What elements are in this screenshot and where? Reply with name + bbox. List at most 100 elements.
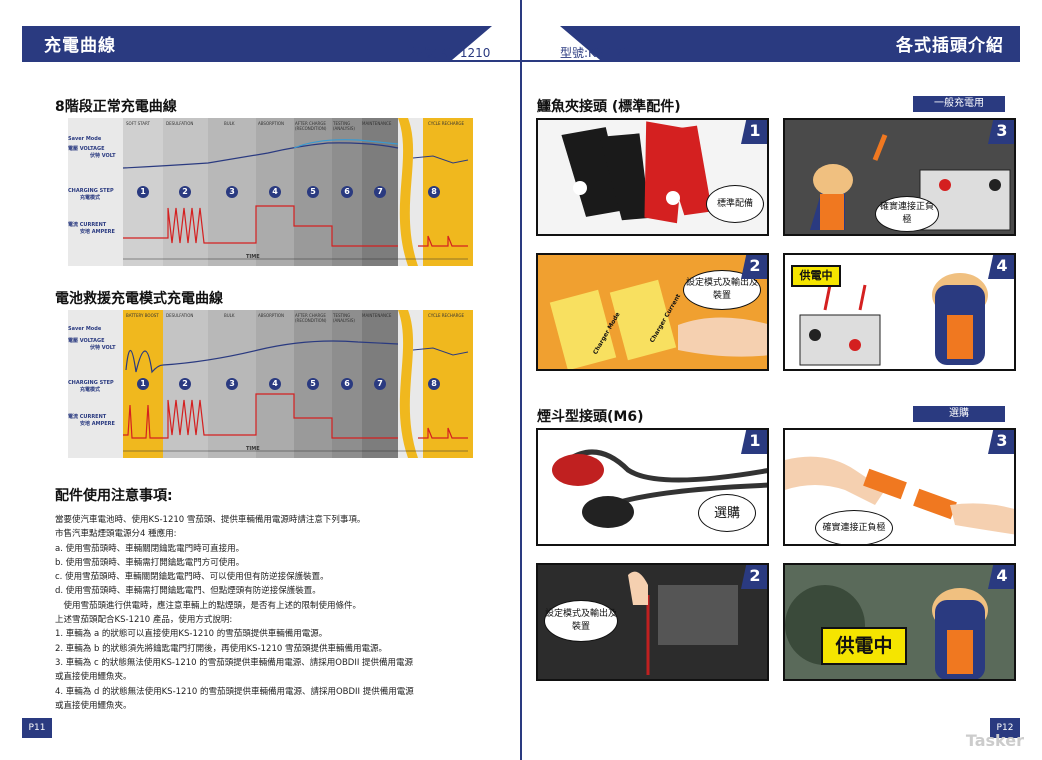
notes-line: 1. 車輛為 a 的狀態可以直接使用KS-1210 的雪茄頭提供車輛備用電源。 [55,629,328,640]
current-unit: 安培 AMPERE [80,421,115,427]
mode-label: Saver Mode [68,326,102,332]
panel-number: 1 [741,120,767,144]
left-header-bar: 充電曲線 [22,26,492,60]
panel-bubble: 確實連接正負極 [875,196,939,232]
time-label: TIME [246,254,260,260]
right-page: 各式插頭介紹 型號:KS-1210 鱷魚夾接頭 (標準配件) 一般充電用 標準配… [522,0,1042,760]
step-badge: 2 [179,186,191,198]
panel-bubble: 確實連接正負極 [815,510,893,544]
step-badge: 2 [179,378,191,390]
phase-label: CYCLE RECHARGE [428,121,465,126]
panel-number: 1 [741,430,767,454]
notes-line: 市售汽車點煙頭電源分4 種應用: [55,529,177,540]
section-alligator-title: 鱷魚夾接頭 (標準配件) [537,99,681,115]
notes-title: 配件使用注意事項: [55,488,173,504]
current-label: 電流 CURRENT [68,222,107,228]
panel-number: 2 [741,565,767,589]
section-m6-title: 煙斗型接頭(M6) [537,409,644,425]
charging-step-label: CHARGING STEP [68,380,114,386]
alligator-clip-panel-3: 確實連接正負極 3 [783,118,1016,236]
left-model-number: 型號:KS-1210 [412,46,491,60]
phase-label: DESULFATION [166,313,194,318]
power-supply-sign: 供電中 [791,265,841,287]
tasker-watermark: Tasker [965,731,1024,750]
phase-label: TESTING (ANALYSIS) [333,313,355,323]
notes-line: 4. 車輛為 d 的狀態無法使用KS-1210 的雪茄頭提供車輛備用電源、請採用… [55,686,414,697]
section-alligator-tag: 一般充電用 [913,96,1005,112]
page-number: P12 [990,718,1020,738]
phase-label: SOFT START [126,121,150,126]
phase-label: BATTERY BOOST [126,313,159,318]
voltage-unit: 伏特 VOLT [90,345,116,351]
phase-label: ABSORPTION [258,313,285,318]
step-badge: 6 [341,378,353,390]
step-badge: 4 [269,378,281,390]
step-badge: 1 [137,378,149,390]
mode-label: Saver Mode [68,136,102,142]
step-badge: 7 [374,378,386,390]
phase-label: BULK [224,313,235,318]
step-badge: 3 [226,378,238,390]
step-badge: 6 [341,186,353,198]
panel-bubble: 設定模式及輸出及裝置 [544,600,618,642]
notes-line: a. 使用雪茄頭時、車輛關閉鑰匙電門時可直接用。 [55,543,245,554]
left-header-rule [22,60,522,62]
power-supply-sign: 供電中 [821,627,907,665]
right-header-rule [522,60,1020,62]
panel-bubble: 標準配備 [706,185,764,223]
right-header-title: 各式插頭介紹 [896,36,1004,56]
current-unit: 安培 AMPERE [80,229,115,235]
time-label: TIME [246,446,260,452]
panel-bubble: 選購 [698,494,756,532]
chart1-title: 8階段正常充電曲線 [55,99,177,115]
current-label: 電流 CURRENT [68,414,107,420]
notes-line: c. 使用雪茄頭時、車輛關閉鑰匙電門時、可以使用但有防逆接保護裝置。 [55,572,329,583]
notes-line: 使用雪茄頭進行供電時，應注意車輛上的點煙頭，是否有上述的限制使用條件。 [55,600,362,611]
chart2-title: 電池救援充電模式充電曲線 [55,291,223,307]
alligator-clip-panel-1: 標準配備 1 [536,118,769,236]
step-badge: 4 [269,186,281,198]
page-number: P11 [22,718,52,738]
step-badge: 5 [307,378,319,390]
notes-line: 或直接使用鱷魚夾。 [55,700,132,711]
right-header-bar: 各式插頭介紹 [560,26,1020,60]
panel-number: 4 [988,565,1014,589]
step-badge: 1 [137,186,149,198]
step-badge: 7 [374,186,386,198]
panel-number: 4 [988,255,1014,279]
panel-number: 3 [988,120,1014,144]
charging-step-label: CHARGING STEP [68,188,114,194]
notes-line: 上述雪茄頭配合KS-1210 產品，使用方式說明: [55,615,233,626]
phase-label: AFTER CHARGE (RECONDITION) [295,313,327,323]
alligator-clip-panel-2: Charger Mode Charger Current 設定模式及輸出及裝置 … [536,253,769,371]
section-m6-tag: 選購 [913,406,1005,422]
phase-label: ABSORPTION [258,121,285,126]
phase-label: AFTER CHARGE (RECONDITION) [295,121,327,131]
voltage-label: 電壓 VOLTAGE [68,146,105,152]
m6-panel-3: 確實連接正負極 3 [783,428,1016,546]
phase-label: DESULFATION [166,121,194,126]
charging-curve-chart-2: Saver Mode 電壓 VOLTAGE 伏特 VOLT CHARGING S… [68,310,473,458]
m6-panel-2: 設定模式及輸出及裝置 2 [536,563,769,681]
m6-panel-1: 選購 1 [536,428,769,546]
m6-panel-4: 供電中 4 [783,563,1016,681]
step-badge: 5 [307,186,319,198]
notes-line: 當要使汽車電池時、使用KS-1210 雪茄頭、提供車輛備用電源時請注意下列事項。 [55,515,366,525]
notes-line: 2. 車輛為 b 的狀態須先將鑰匙電門打開後，再使用KS-1210 雪茄頭提供車… [55,643,387,654]
phase-label: CYCLE RECHARGE [428,313,465,318]
panel-number: 2 [741,255,767,279]
step-badge: 3 [226,186,238,198]
phase-label: BULK [224,121,235,126]
panel-number: 3 [988,430,1014,454]
accessory-notes: 配件使用注意事項: 當要使汽車電池時、使用KS-1210 雪茄頭、提供車輛備用電… [55,485,505,713]
voltage-label: 電壓 VOLTAGE [68,338,105,344]
alligator-clip-panel-4: 供電中 4 [783,253,1016,371]
left-header-title: 充電曲線 [44,36,116,56]
phase-label: TESTING (ANALYSIS) [333,121,355,131]
right-model-number: 型號:KS-1210 [560,46,639,60]
phase-label: MAINTENANCE [362,121,392,126]
left-page: 充電曲線 型號:KS-1210 8階段正常充電曲線 Saver Mode 電壓 … [22,0,522,760]
charging-mode-label: 充電模式 [80,387,101,393]
notes-line: b. 使用雪茄頭時、車輛需打開鑰匙電門方可使用。 [55,557,245,568]
step-badge: 8 [428,378,440,390]
